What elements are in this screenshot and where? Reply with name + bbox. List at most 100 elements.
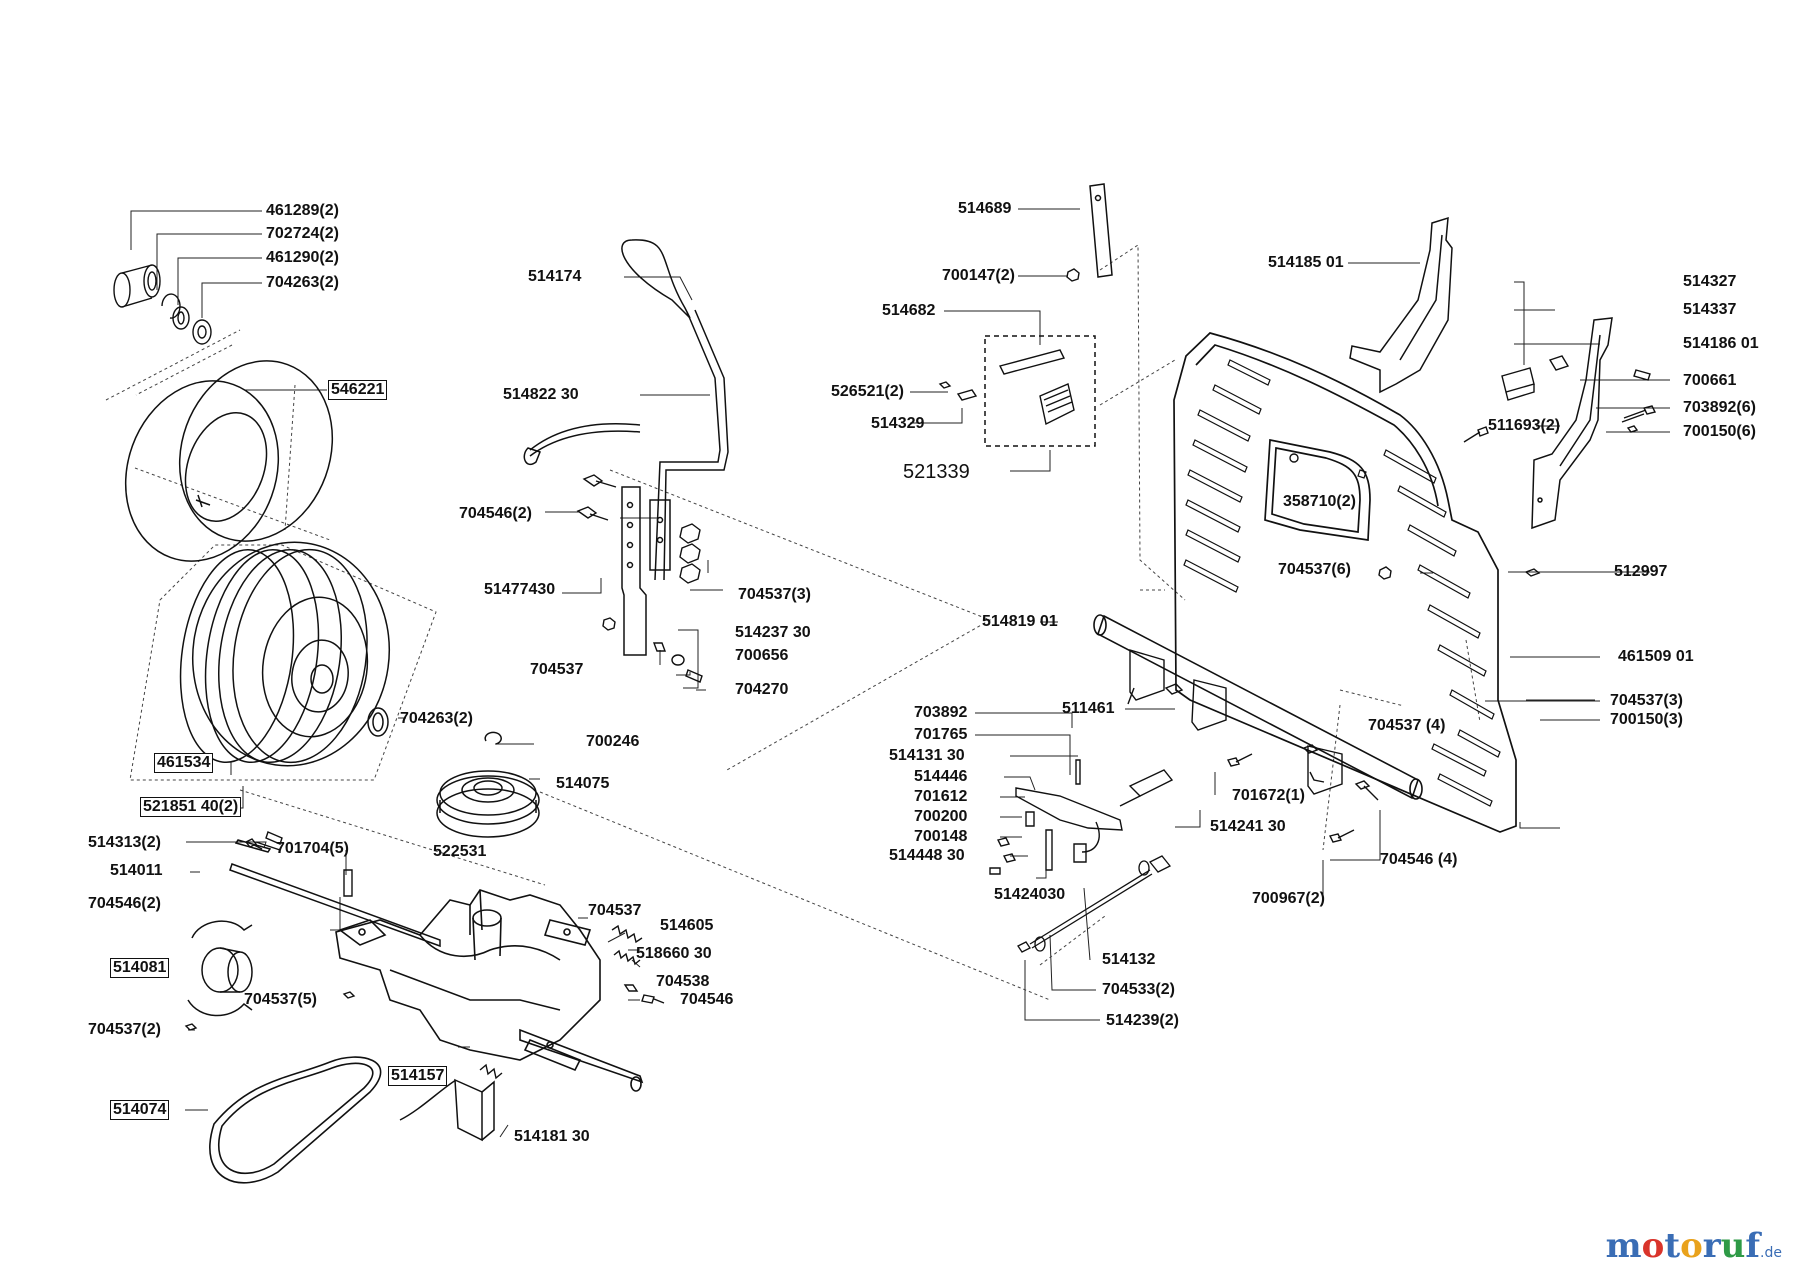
part-label: 512997 <box>1614 563 1668 580</box>
part-label-boxed: 514081 <box>110 958 170 978</box>
part-label: 701612 <box>914 788 968 805</box>
screw-511693 <box>1463 426 1489 443</box>
part-label: 700967(2) <box>1252 890 1325 907</box>
switch-parts <box>938 349 1075 426</box>
part-label: 514241 30 <box>1210 818 1286 835</box>
nut-700147 <box>1066 268 1080 282</box>
part-label: 704537 <box>588 902 642 919</box>
spring-a <box>611 924 643 944</box>
belt <box>209 1056 382 1184</box>
leader-lines <box>130 208 1670 1138</box>
washer-a <box>172 306 190 330</box>
inner-tube <box>124 360 334 562</box>
part-label: 514689 <box>958 200 1012 217</box>
part-label: 701765 <box>914 726 968 743</box>
pin-700661 <box>1633 369 1651 381</box>
part-label: 514605 <box>660 917 714 934</box>
washer-700150 <box>1626 425 1639 433</box>
dashed-guides <box>105 244 1481 1001</box>
part-label: 704546 <box>680 991 734 1008</box>
part-label: 700661 <box>1683 372 1737 389</box>
part-label-boxed: 514157 <box>388 1066 448 1086</box>
part-label: 51477430 <box>484 581 556 598</box>
axle-brackets <box>1127 649 1343 795</box>
part-label: 514822 30 <box>503 386 579 403</box>
screw-703892 <box>1621 405 1657 423</box>
part-label: 526521(2) <box>831 383 904 400</box>
part-label: 514313(2) <box>88 834 161 851</box>
part-label: 704546 (4) <box>1380 851 1458 868</box>
seat-bracket-514689 <box>1089 183 1113 278</box>
brake-cable-514132 <box>1017 855 1172 953</box>
part-512997 <box>1524 568 1541 577</box>
part-label: 514448 30 <box>889 847 965 864</box>
part-label: 700656 <box>735 647 789 664</box>
drive-shaft <box>229 839 441 948</box>
washer-b <box>192 319 212 345</box>
part-label: 704538 <box>656 973 710 990</box>
part-label: 704537(3) <box>1610 692 1683 709</box>
part-label: 514239(2) <box>1106 1012 1179 1029</box>
part-label: 522531 <box>433 843 487 860</box>
bracket-514185 <box>1349 216 1453 394</box>
part-label: 704263(2) <box>266 274 339 291</box>
axle-fasteners <box>1164 683 1379 843</box>
switch-kit-box <box>984 335 1096 447</box>
part-label: 514185 01 <box>1268 254 1344 271</box>
brake-linkage <box>989 759 1174 875</box>
part-label: 704270 <box>735 681 789 698</box>
part-label: 514132 <box>1102 951 1156 968</box>
idler-bracket <box>399 1078 495 1142</box>
tyre <box>179 541 391 767</box>
part-label: 511693(2) <box>1488 417 1561 434</box>
part-label: 461509 01 <box>1618 648 1694 665</box>
part-label-boxed: 521851 40(2) <box>140 797 242 817</box>
rear-plate <box>1173 332 1517 833</box>
part-label: 702724(2) <box>266 225 339 242</box>
small-fasteners <box>184 831 665 1031</box>
part-label: 704537(5) <box>244 991 317 1008</box>
kit-label: 521339 <box>903 461 970 483</box>
part-label: 514186 01 <box>1683 335 1759 352</box>
part-label: 514682 <box>882 302 936 319</box>
clamp-bracket <box>187 920 253 1017</box>
lever-nuts <box>602 523 703 683</box>
part-label: 461290(2) <box>266 249 339 266</box>
switch-514327 <box>1501 367 1535 401</box>
part-label: 700147(2) <box>942 267 1015 284</box>
lever-bolts <box>576 474 617 521</box>
part-label: 704537(6) <box>1278 561 1351 578</box>
part-label: 514327 <box>1683 273 1737 290</box>
part-label: 700150(6) <box>1683 423 1756 440</box>
part-label: 704546(2) <box>88 895 161 912</box>
part-label: 704537(3) <box>738 586 811 603</box>
axle-tube-514819 <box>1093 614 1423 800</box>
part-label: 704537(2) <box>88 1021 161 1038</box>
pulley <box>436 731 540 838</box>
part-label: 701672(1) <box>1232 787 1305 804</box>
part-label: 703892 <box>914 704 968 721</box>
part-label: 700200 <box>914 808 968 825</box>
part-label: 704537 (4) <box>1368 717 1446 734</box>
part-label: 461289(2) <box>266 202 339 219</box>
part-label: 704533(2) <box>1102 981 1175 998</box>
part-label: 514131 30 <box>889 747 965 764</box>
part-label: 51424030 <box>994 886 1066 903</box>
gear-lever <box>523 239 729 581</box>
bolt-358710 <box>1289 453 1299 463</box>
part-label: 514237 30 <box>735 624 811 641</box>
part-label: 704537 <box>530 661 584 678</box>
site-logo[interactable]: motoruf.de <box>1605 1226 1782 1266</box>
part-label: 514174 <box>528 268 582 285</box>
part-label: 700246 <box>586 733 640 750</box>
part-label: 514337 <box>1683 301 1737 318</box>
part-label: 514075 <box>556 775 610 792</box>
bracket-514186 <box>1531 317 1613 530</box>
part-label: 700148 <box>914 828 968 845</box>
hub-bushing <box>113 264 161 308</box>
part-label-boxed: 514074 <box>110 1100 170 1120</box>
spring-c <box>479 1063 503 1080</box>
part-label-boxed: 546221 <box>328 380 388 400</box>
